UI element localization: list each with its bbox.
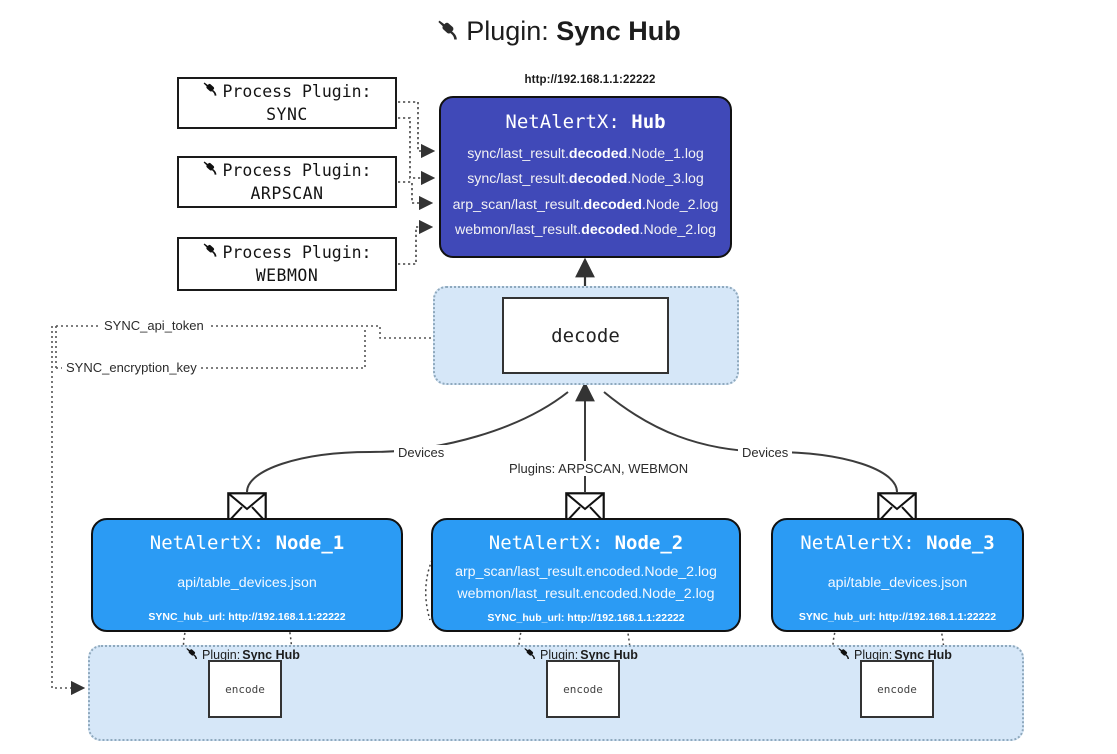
- node-file-row: webmon/last_result.encoded.Node_2.log: [457, 586, 715, 602]
- page-title: Plugin: Sync Hub: [0, 16, 1117, 50]
- encoder-plugin-prefix: Plugin:: [854, 648, 893, 662]
- process-plugin-header: Process Plugin:: [202, 159, 372, 183]
- encode-box-2[interactable]: encode: [546, 660, 620, 718]
- encode-box-3[interactable]: encode: [860, 660, 934, 718]
- process-plugin-label: Process Plugin:: [222, 81, 372, 101]
- node-2[interactable]: NetAlertX: Node_2 arp_scan/last_result.e…: [431, 518, 741, 632]
- hub-title-name: Hub: [631, 111, 666, 133]
- process-plugin-name: WEBMON: [255, 266, 319, 285]
- encoder-plugin-label-3: Plugin: Sync Hub: [837, 646, 952, 664]
- process-plugin-name: SYNC: [266, 105, 308, 124]
- hub-url-label: http://192.168.1.1:22222: [524, 74, 656, 86]
- title-prefix: Plugin:: [466, 16, 549, 46]
- encoder-plugin-label-1: Plugin: Sync Hub: [185, 646, 300, 664]
- sync-encryption-key-label: SYNC_encryption_key: [62, 360, 201, 375]
- process-plugin-name: ARPSCAN: [250, 184, 324, 203]
- node-footer: SYNC_hub_url: http://192.168.1.1:22222: [798, 611, 997, 623]
- hub-file-row: sync/last_result.decoded.Node_3.log: [467, 171, 704, 188]
- node-file-row: api/table_devices.json: [177, 574, 317, 591]
- edge-label-devices-right: Devices: [738, 445, 793, 460]
- hub-title-prefix: NetAlertX:: [505, 111, 620, 133]
- node-file-row: arp_scan/last_result.encoded.Node_2.log: [455, 564, 717, 580]
- envelope-icon-node-3: [877, 492, 917, 528]
- node-title-name: Node_2: [614, 532, 684, 554]
- node-file-row: api/table_devices.json: [827, 574, 968, 591]
- node-3[interactable]: NetAlertX: Node_3 api/table_devices.json…: [771, 518, 1024, 632]
- process-plugin-header: Process Plugin:: [202, 80, 372, 104]
- encoder-plugin-prefix: Plugin:: [202, 648, 241, 662]
- hub-file-row: webmon/last_result.decoded.Node_2.log: [454, 221, 717, 238]
- process-plugin-webmon[interactable]: Process Plugin: WEBMON: [177, 237, 397, 291]
- node-body: arp_scan/last_result.encoded.Node_2.log …: [455, 554, 717, 612]
- plug-icon: [837, 646, 852, 664]
- node-body: api/table_devices.json: [177, 554, 317, 611]
- node-title: NetAlertX: Node_1: [150, 532, 344, 554]
- plug-icon: [202, 159, 220, 183]
- node-title: NetAlertX: Node_3: [800, 532, 994, 554]
- node-title: NetAlertX: Node_2: [489, 532, 683, 554]
- plug-icon: [523, 646, 538, 664]
- process-plugin-arpscan[interactable]: Process Plugin: ARPSCAN: [177, 156, 397, 208]
- encoder-plugin-name: Sync Hub: [894, 648, 952, 662]
- node-footer: SYNC_hub_url: http://192.168.1.1:22222: [487, 612, 685, 624]
- process-plugin-label: Process Plugin:: [222, 160, 372, 180]
- encoder-plugin-label-2: Plugin: Sync Hub: [523, 646, 638, 664]
- plug-icon: [202, 80, 220, 104]
- encoder-plugin-name: Sync Hub: [580, 648, 638, 662]
- plug-icon: [185, 646, 200, 664]
- process-plugin-sync[interactable]: Process Plugin: SYNC: [177, 77, 397, 129]
- hub-node[interactable]: NetAlertX: Hub sync/last_result.decoded.…: [439, 96, 732, 258]
- node-1[interactable]: NetAlertX: Node_1 api/table_devices.json…: [91, 518, 403, 632]
- hub-file-row: sync/last_result.decoded.Node_1.log: [467, 146, 704, 162]
- plug-icon: [436, 17, 462, 50]
- decode-box[interactable]: decode: [502, 297, 669, 374]
- process-plugin-header: Process Plugin:: [202, 241, 372, 265]
- node-title-prefix: NetAlertX:: [488, 532, 604, 554]
- node-footer: SYNC_hub_url: http://192.168.1.1:22222: [148, 611, 346, 623]
- encode-box-1[interactable]: encode: [208, 660, 282, 718]
- sync-api-token-label: SYNC_api_token: [100, 318, 208, 333]
- edge-label-devices-left: Devices: [394, 445, 449, 460]
- edge-label-plugins: Plugins: ARPSCAN, WEBMON: [505, 461, 693, 476]
- process-plugin-label: Process Plugin:: [222, 242, 372, 262]
- node-title-prefix: NetAlertX:: [800, 532, 915, 554]
- node-title-prefix: NetAlertX:: [149, 532, 265, 554]
- hub-title: NetAlertX: Hub: [505, 111, 665, 133]
- title-name: Sync Hub: [556, 16, 681, 46]
- encoder-plugin-prefix: Plugin:: [540, 648, 579, 662]
- node-body: api/table_devices.json: [828, 554, 968, 611]
- encoder-plugin-name: Sync Hub: [242, 648, 300, 662]
- plug-icon: [202, 241, 220, 265]
- hub-file-row: arp_scan/last_result.decoded.Node_2.log: [452, 196, 719, 213]
- node-title-name: Node_1: [275, 532, 345, 554]
- node-title-name: Node_3: [926, 532, 995, 554]
